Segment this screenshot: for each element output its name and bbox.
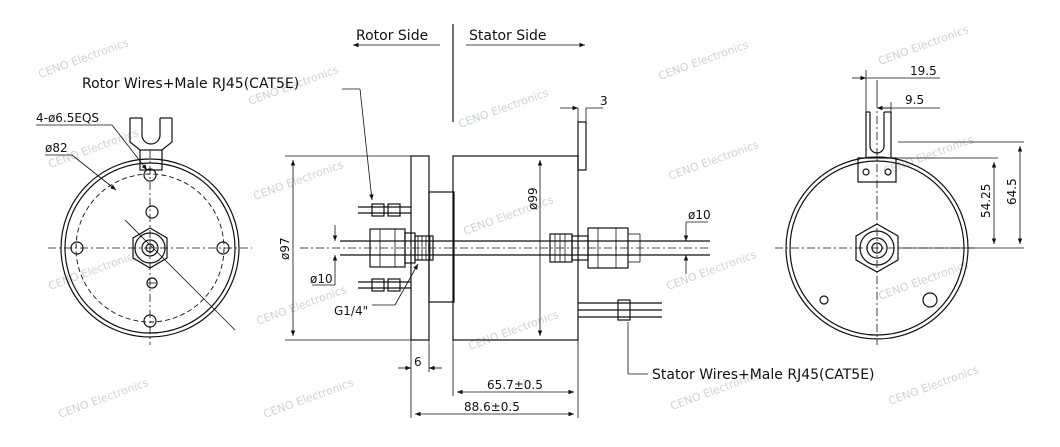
side-view-dimensions	[285, 88, 708, 418]
watermark: CENO Electronics	[887, 363, 981, 408]
side-view	[300, 24, 710, 341]
flange-6-label: 6	[414, 355, 422, 369]
rotor-side-label: Rotor Side	[356, 28, 428, 44]
flange-thickness-label: 3	[600, 94, 608, 108]
dia-97-label: ø97	[278, 237, 292, 260]
mount-holes-label: 4-ø6.5EQS	[36, 111, 99, 125]
leader-line	[111, 124, 148, 171]
rotor-wires-label: Rotor Wires+Male RJ45(CAT5E)	[82, 76, 299, 92]
dim-19-5-label: 19.5	[910, 64, 937, 78]
dia-10-left-label: ø10	[310, 272, 333, 286]
dim-54-25-label: 54.25	[979, 184, 993, 218]
stator-wires-label: Stator Wires+Male RJ45(CAT5E)	[652, 367, 875, 383]
stator-end-view	[775, 100, 975, 345]
dia-10-right-label: ø10	[688, 208, 711, 222]
watermark: CENO Electronics	[657, 38, 751, 83]
dia-99-label: ø99	[526, 187, 540, 210]
dim-64-5-label: 64.5	[1005, 178, 1019, 205]
watermark: CENO Electronics	[457, 86, 551, 131]
watermark: CENO Electronics	[467, 308, 561, 353]
watermark: CENO Electronics	[877, 23, 971, 68]
stator-end-dimensions	[852, 70, 1024, 249]
rotor-end-view	[48, 117, 252, 345]
watermark: CENO Electronics	[57, 376, 151, 421]
len-65-label: 65.7±0.5	[487, 378, 543, 392]
len-88-label: 88.6±0.5	[464, 400, 520, 414]
stator-side-label: Stator Side	[469, 28, 547, 44]
dia-82-label: ø82	[45, 141, 68, 155]
thread-label: G1/4"	[334, 304, 368, 318]
dim-9-5-label: 9.5	[905, 93, 924, 107]
watermark: CENO Electronics	[37, 36, 131, 81]
watermark: CENO Electronics	[462, 193, 556, 238]
watermark: CENO Electronics	[667, 138, 761, 183]
watermark: CENO Electronics	[262, 376, 356, 421]
leader-line	[71, 154, 117, 191]
watermark: CENO Electronics	[252, 158, 346, 203]
